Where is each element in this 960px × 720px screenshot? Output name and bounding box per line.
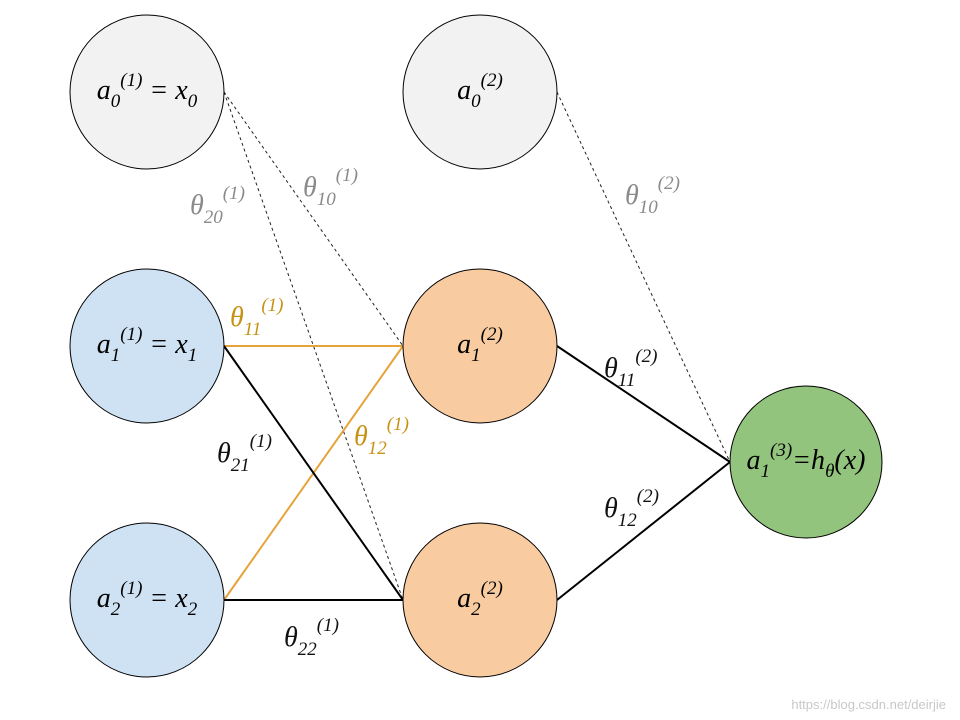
label-a0-1: a0(1) = x0 xyxy=(97,70,198,112)
node-a2-1 xyxy=(69,522,225,678)
node-labels: a0(1) = x0 a1(1) = x1 a2(1) = x2 a0(2) a… xyxy=(97,70,866,620)
watermark-url: https://blog.csdn.net/deirjie xyxy=(791,697,946,712)
node-a0-2 xyxy=(402,14,558,170)
edge-a2-2-to-a1-3 xyxy=(556,461,731,601)
node-a2-2 xyxy=(402,522,558,678)
edge-a0-1-to-a1-2 xyxy=(223,91,404,347)
label-a1-1: a1(1) = x1 xyxy=(97,324,197,366)
weight-theta-10-2: θ10(2) xyxy=(625,173,680,218)
label-a1-2: a1(2) xyxy=(457,324,503,366)
weight-theta-12-2: θ12(2) xyxy=(604,486,659,531)
weight-theta-11-2: θ11(2) xyxy=(604,346,658,391)
label-a0-2: a0(2) xyxy=(457,70,503,112)
node-a1-2 xyxy=(402,268,558,424)
node-a1-3 xyxy=(729,385,883,539)
weight-theta-21-1: θ21(1) xyxy=(217,431,272,476)
weight-theta-11-1: θ11(1) xyxy=(230,295,284,340)
nodes xyxy=(69,14,883,678)
weight-theta-20-1: θ20(1) xyxy=(190,183,245,228)
weight-theta-22-1: θ22(1) xyxy=(284,615,339,660)
node-a0-1 xyxy=(69,14,225,170)
weight-theta-12-1: θ12(1) xyxy=(354,414,409,459)
label-a2-1: a2(1) = x2 xyxy=(97,578,198,620)
node-a1-1 xyxy=(69,268,225,424)
edge-a1-2-to-a1-3 xyxy=(556,345,731,463)
edge-a0-2-to-a1-3 xyxy=(556,91,731,463)
edge-a1-1-to-a2-2 xyxy=(223,345,404,601)
edges xyxy=(223,91,731,601)
weight-theta-10-1: θ10(1) xyxy=(303,165,358,210)
label-a1-3: a1(3)=hθ(x) xyxy=(747,440,866,482)
weight-labels: θ20(1) θ10(1) θ10(2) θ11(1) θ12(1) θ21(1… xyxy=(190,165,680,660)
label-a2-2: a2(2) xyxy=(457,578,503,620)
